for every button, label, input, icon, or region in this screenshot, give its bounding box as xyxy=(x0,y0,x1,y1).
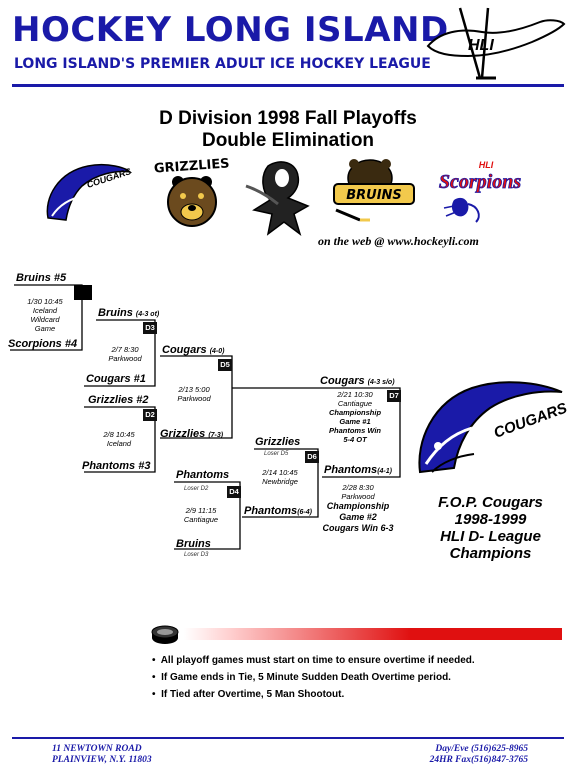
team-phantoms-d4: Phantoms xyxy=(176,469,230,481)
footer-divider xyxy=(12,737,564,739)
team-bruins-5: Bruins #5 xyxy=(16,272,67,284)
page-title: D Division 1998 Fall Playoffs xyxy=(159,108,417,129)
game-box-d7: D7 xyxy=(387,390,401,402)
page-subtitle: Double Elimination xyxy=(201,130,375,151)
team-cougars-d7: Cougars (4-3 s/o) xyxy=(320,375,395,387)
rule-item: • All playoff games must start on time t… xyxy=(152,655,475,666)
team-bruins-d3: Bruins (4-3 ot) xyxy=(98,307,160,319)
team-cougars-1: Cougars #1 xyxy=(86,373,146,385)
note-loser-d5: Loser D5 xyxy=(264,451,289,457)
team-phantoms-d4-winner: Phantoms(6-4) xyxy=(244,505,312,517)
team-bruins-d4: Bruins xyxy=(176,538,211,550)
grizzlies-logo-text: GRIZZLIES xyxy=(153,156,230,176)
game-box-d2: D2 xyxy=(143,409,157,421)
game-box-d3: D3 xyxy=(143,322,157,334)
red-divider-bar xyxy=(184,628,562,640)
footer-address: 11 NEWTOWN ROAD PLAINVIEW, N.Y. 11803 xyxy=(52,744,152,765)
header-divider xyxy=(12,84,564,87)
note-loser-d3: Loser D3 xyxy=(184,552,209,558)
cougars-champion-logo-text: COUGARS xyxy=(492,400,568,442)
scorpions-logo: HLI Scorpions xyxy=(438,160,522,223)
phantoms-logo xyxy=(245,161,310,236)
team-phantoms-3: Phantoms #3 xyxy=(82,460,151,472)
team-grizzlies-d6: Grizzlies xyxy=(255,436,301,448)
game-box-d5: D5 xyxy=(218,359,232,371)
team-phantoms-d6: Phantoms(4-1) xyxy=(324,464,392,476)
bruins-logo: BRUINS xyxy=(333,159,415,222)
team-scorpions-4: Scorpions #4 xyxy=(8,338,78,350)
footer-phones: Day/Eve (516)625-8965 24HR Fax(516)847-3… xyxy=(429,744,528,765)
bullet-icon: • xyxy=(152,689,156,700)
team-grizzlies-d5: Grizzlies (7-3) xyxy=(160,428,224,440)
rules-list: • All playoff games must start on time t… xyxy=(152,652,475,703)
site-title: HOCKEY LONG ISLAND xyxy=(12,10,449,50)
bruins-logo-text: BRUINS xyxy=(346,188,402,203)
champions-text: F.O.P. Cougars 1998-1999 HLI D- League C… xyxy=(438,494,543,562)
website-link[interactable]: on the web @ www.hockeyli.com xyxy=(318,234,479,248)
rule-item: • If Tied after Overtime, 5 Man Shootout… xyxy=(152,689,345,700)
cougars-champion-logo: COUGARS xyxy=(418,381,568,474)
site-subtitle: LONG ISLAND'S PREMIER ADULT ICE HOCKEY L… xyxy=(14,56,431,72)
scorpions-logo-hli: HLI xyxy=(479,160,494,170)
grizzlies-logo: GRIZZLIES xyxy=(153,156,230,227)
rule-item: • If Game ends in Tie, 5 Minute Sudden D… xyxy=(152,672,451,683)
cougars-logo-small: COUGARS xyxy=(46,163,132,221)
bullet-icon: • xyxy=(152,655,156,666)
hli-logo: HLI xyxy=(426,7,566,80)
game-box-d6: D6 xyxy=(305,451,319,463)
hli-logo-text: HLI xyxy=(468,37,494,54)
bullet-icon: • xyxy=(152,672,156,683)
puck-icon xyxy=(151,625,179,644)
note-loser-d2: Loser D2 xyxy=(184,486,209,492)
team-grizzlies-2: Grizzlies #2 xyxy=(88,394,149,406)
game-box-d4: D4 xyxy=(227,486,241,498)
team-cougars-d5: Cougars (4-0) xyxy=(162,344,225,356)
scorpions-logo-text: Scorpions xyxy=(439,171,521,193)
